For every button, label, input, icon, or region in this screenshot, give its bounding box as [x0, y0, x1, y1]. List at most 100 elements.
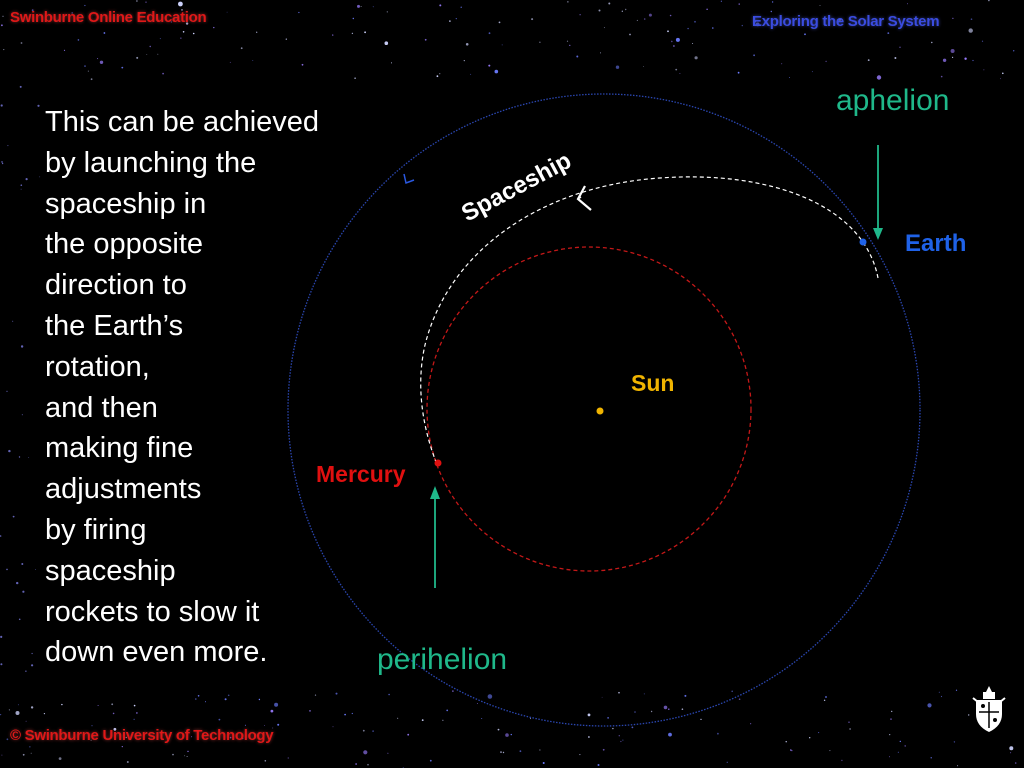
star — [667, 30, 669, 33]
star — [940, 695, 943, 698]
star — [530, 718, 531, 720]
star — [952, 56, 954, 59]
star — [970, 18, 973, 21]
star — [681, 708, 684, 710]
star — [907, 3, 908, 5]
star — [178, 1, 183, 7]
star — [192, 32, 195, 35]
star — [229, 736, 232, 739]
star — [112, 712, 115, 715]
star — [818, 732, 820, 734]
star — [625, 8, 627, 11]
star — [99, 60, 104, 64]
star — [429, 759, 432, 762]
star — [87, 70, 89, 72]
star — [113, 727, 117, 731]
star — [673, 45, 675, 47]
star — [668, 708, 670, 710]
star — [790, 749, 792, 751]
star — [741, 24, 743, 27]
header-left-title: Swinburne Online Education — [10, 9, 207, 26]
star — [938, 691, 940, 693]
star — [972, 59, 974, 62]
star — [136, 712, 138, 714]
star — [481, 718, 483, 719]
star — [622, 739, 624, 741]
star — [569, 44, 571, 47]
star — [694, 20, 696, 23]
star — [770, 10, 772, 13]
star — [133, 718, 135, 720]
star — [287, 757, 289, 759]
star — [354, 77, 356, 79]
star — [500, 751, 502, 753]
star — [421, 719, 424, 721]
star — [608, 2, 611, 5]
star — [825, 60, 827, 63]
spaceship-label: Spaceship — [457, 147, 576, 227]
star — [227, 694, 230, 697]
star — [455, 18, 457, 20]
star — [602, 748, 605, 751]
star — [397, 717, 399, 719]
star — [301, 63, 304, 66]
crest-icon — [972, 686, 1006, 732]
star — [18, 456, 21, 458]
star — [363, 750, 368, 755]
star — [90, 78, 93, 81]
star — [829, 750, 831, 752]
star — [145, 1, 147, 3]
star — [332, 726, 334, 728]
star — [258, 698, 261, 701]
star — [180, 37, 182, 39]
star — [387, 752, 389, 754]
earth-dot — [859, 238, 867, 246]
star — [607, 717, 609, 719]
star — [706, 8, 708, 10]
star — [1009, 746, 1014, 751]
star — [809, 737, 811, 739]
star — [103, 32, 106, 34]
star — [643, 66, 644, 67]
star — [240, 47, 243, 50]
star — [39, 176, 41, 178]
star — [298, 11, 300, 14]
star — [505, 733, 509, 737]
star — [111, 703, 114, 706]
mercury-dot — [434, 459, 442, 467]
star — [957, 765, 959, 767]
sun-label: Sun — [631, 370, 674, 396]
star — [0, 663, 3, 666]
star — [20, 345, 24, 348]
star — [20, 42, 23, 44]
star — [539, 749, 541, 751]
star — [510, 733, 512, 736]
star — [355, 763, 357, 765]
star — [737, 71, 740, 74]
star — [84, 65, 86, 67]
star — [615, 65, 620, 69]
star — [612, 727, 614, 730]
star — [588, 736, 590, 738]
spaceship-icon — [576, 185, 592, 211]
star — [668, 732, 672, 737]
star — [955, 689, 958, 691]
star — [84, 4, 86, 7]
star — [542, 762, 545, 764]
star — [675, 37, 680, 42]
star — [904, 745, 906, 747]
star — [738, 698, 741, 700]
star — [97, 58, 99, 60]
star — [63, 49, 66, 52]
star — [579, 754, 581, 756]
star — [597, 764, 600, 766]
star — [519, 750, 522, 753]
star — [1010, 752, 1012, 754]
star — [819, 5, 821, 6]
star — [352, 17, 354, 20]
star — [867, 59, 870, 61]
star — [876, 75, 882, 80]
star — [488, 32, 491, 35]
star — [28, 457, 30, 458]
